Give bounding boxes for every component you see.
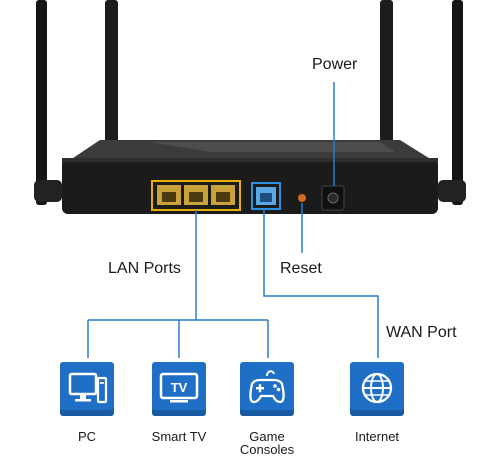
power-label: Power xyxy=(312,56,358,73)
reset-hole xyxy=(298,194,306,202)
antenna-left-outer xyxy=(36,0,47,205)
game-consoles-label-line2: Consoles xyxy=(239,442,295,457)
console-tile xyxy=(240,362,294,416)
tv-tile: TV xyxy=(152,362,206,416)
gamepad-icon xyxy=(249,370,285,404)
lan-port-1-socket xyxy=(162,192,176,202)
antenna-right-outer xyxy=(452,0,463,205)
antenna-hinge-left xyxy=(34,180,62,202)
pc-icon xyxy=(68,372,108,404)
wan-port-socket xyxy=(260,193,272,202)
lan-port-3-socket xyxy=(216,192,230,202)
router-back-panel xyxy=(62,158,438,214)
lan-ports-label: LAN Ports xyxy=(108,260,181,277)
pc-label: PC xyxy=(77,429,97,444)
power-jack-hole xyxy=(327,192,339,204)
router-panel-highlight xyxy=(62,158,438,162)
internet-tile xyxy=(350,362,404,416)
antenna-left-inner xyxy=(105,0,118,160)
antenna-hinge-right xyxy=(438,180,466,202)
smart-tv-label: Smart TV xyxy=(151,429,207,444)
wan-callout-line xyxy=(263,209,379,358)
lan-port-2-socket xyxy=(189,192,203,202)
game-consoles-label-line1: Game xyxy=(249,429,285,444)
wan-port-label: WAN Port xyxy=(386,324,457,341)
wan-port-frame xyxy=(251,182,281,210)
tv-icon-text: TV xyxy=(171,380,188,395)
globe-icon xyxy=(361,372,393,404)
antenna-right-inner xyxy=(380,0,393,160)
pc-tile xyxy=(60,362,114,416)
reset-label: Reset xyxy=(280,260,322,277)
tv-icon: TV xyxy=(159,372,199,403)
internet-label: Internet xyxy=(354,429,400,444)
